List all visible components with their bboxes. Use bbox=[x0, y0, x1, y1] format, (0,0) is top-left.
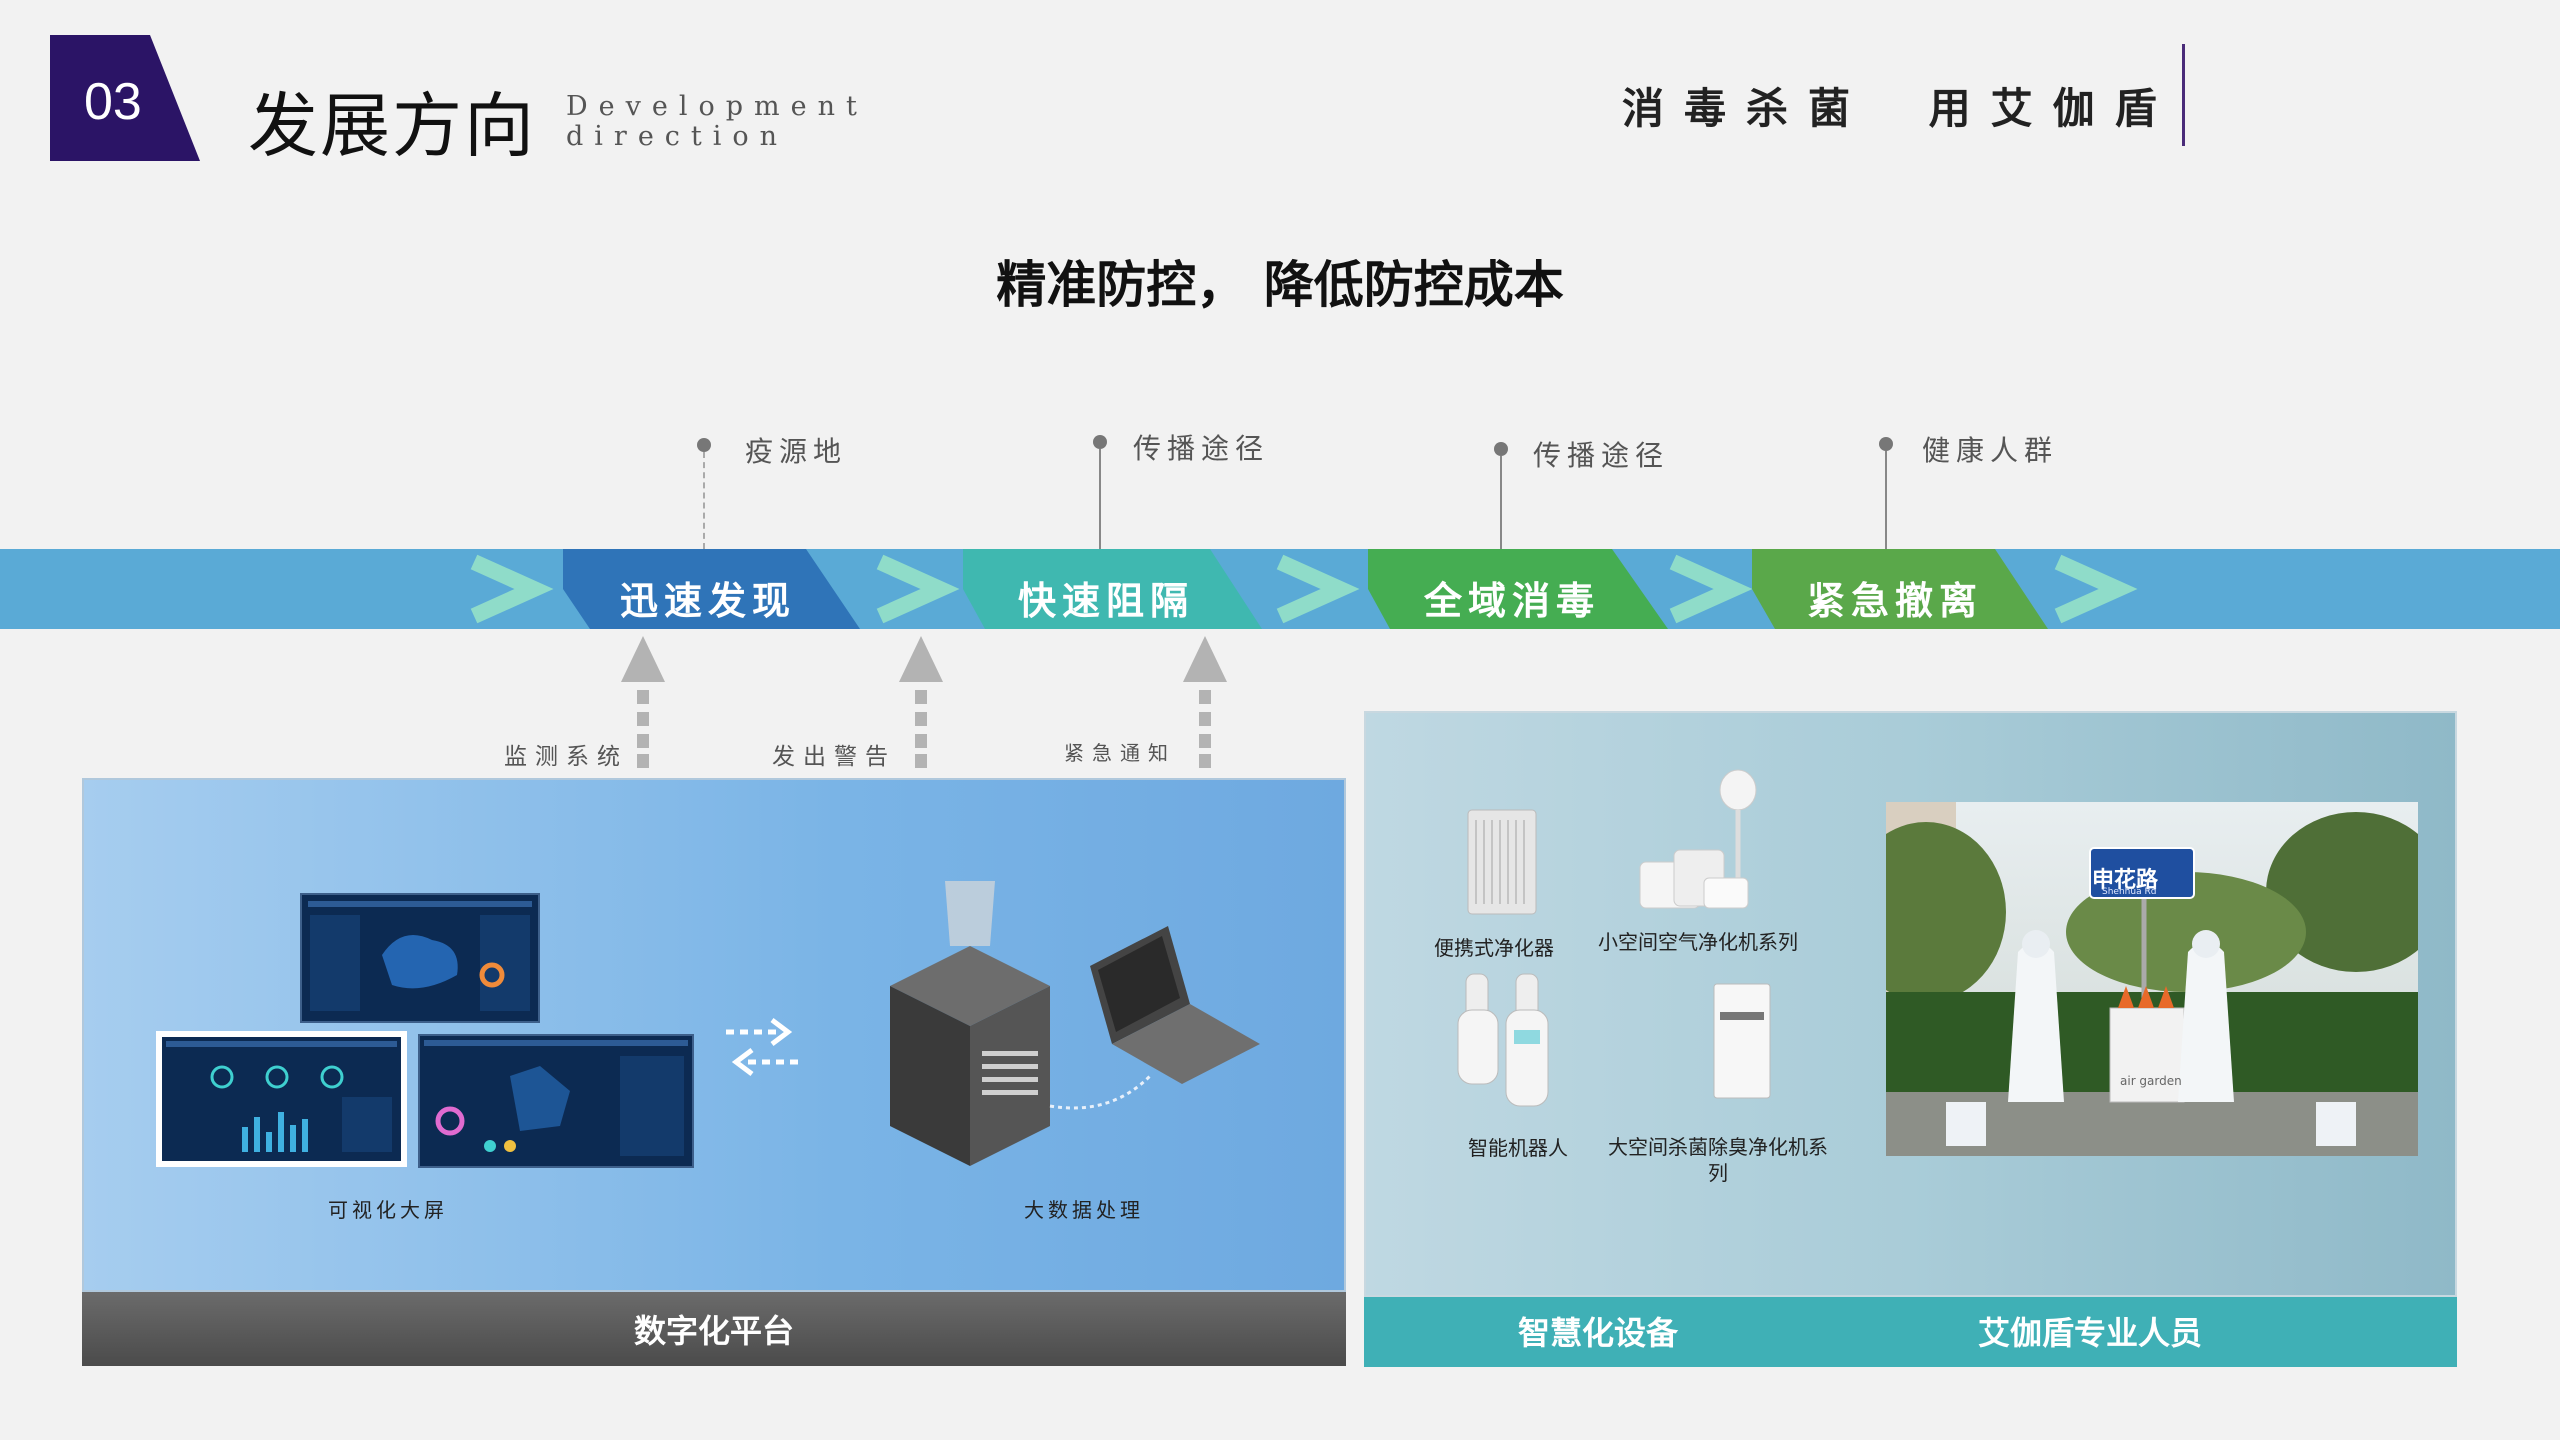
device-large-space: 大空间杀菌除臭净化机系列 bbox=[1608, 1135, 1828, 1185]
left-footer bbox=[82, 1292, 1346, 1366]
input-notice: 紧急通知 bbox=[1064, 741, 1176, 765]
section-number: 03 bbox=[84, 73, 142, 131]
stage-dot bbox=[1093, 435, 1107, 449]
slogan: 消毒杀菌 用艾伽盾 bbox=[1622, 84, 2177, 133]
footer-smart-devices: 智慧化设备 bbox=[1518, 1314, 1679, 1352]
up-arrow-icon bbox=[1183, 636, 1227, 768]
stage-label-source: 疫源地 bbox=[745, 435, 848, 468]
server-laptop-graphic bbox=[890, 881, 1260, 1166]
input-monitoring: 监测系统 bbox=[504, 744, 628, 770]
step-shape-block bbox=[963, 549, 1262, 629]
stage-connector bbox=[1885, 451, 1887, 549]
footer-digital-platform: 数字化平台 bbox=[633, 1312, 794, 1350]
process-shapes bbox=[470, 549, 2138, 629]
step-discover: 迅速发现 bbox=[620, 579, 797, 623]
staff-photo bbox=[1886, 802, 2418, 1156]
robot-icon bbox=[1457, 973, 1549, 1107]
stage-label-route-1: 传播途径 bbox=[1133, 432, 1270, 465]
chevron-icon bbox=[2054, 554, 2138, 624]
slogan-divider bbox=[2182, 44, 2185, 146]
caption-big-data: 大数据处理 bbox=[1024, 1198, 1144, 1222]
photo-road-sign-sub: Shenhua Rd bbox=[2102, 887, 2157, 897]
caption-visual-screens: 可视化大屏 bbox=[328, 1198, 448, 1222]
dashboard-screen bbox=[418, 1034, 694, 1168]
step-shape-discover bbox=[563, 549, 860, 629]
stage-dot bbox=[1494, 442, 1508, 456]
dashboard-screen bbox=[300, 893, 540, 1023]
page-title: 发展方向 bbox=[248, 85, 536, 167]
step-evacuate: 紧急撤离 bbox=[1807, 579, 1984, 623]
up-arrow-icon bbox=[621, 636, 665, 768]
device-portable: 便携式净化器 bbox=[1434, 936, 1554, 960]
dashboard-screen bbox=[156, 1031, 407, 1167]
step-block: 快速阻隔 bbox=[1018, 579, 1195, 623]
footer-professional-staff: 艾伽盾专业人员 bbox=[1978, 1314, 2203, 1352]
dashboard-map-graphic bbox=[308, 901, 532, 1011]
step-shape-evacuate bbox=[1752, 549, 2048, 629]
right-footer bbox=[1364, 1297, 2457, 1367]
stage-connector bbox=[1500, 456, 1502, 549]
chevron-icon bbox=[876, 554, 960, 624]
dashboard-bars-graphic bbox=[166, 1041, 397, 1152]
photo-cart-brand: air garden bbox=[2120, 1074, 2182, 1088]
stage-connector bbox=[703, 452, 705, 549]
photo-road-sign: 申花路 bbox=[2092, 868, 2159, 893]
small-purifier-icon bbox=[1639, 769, 1757, 909]
dashboard-overview-graphic bbox=[424, 1040, 688, 1156]
chevron-icon bbox=[1669, 554, 1753, 624]
input-warning: 发出警告 bbox=[772, 744, 896, 770]
subtitle-line-1: Development bbox=[566, 91, 868, 122]
chevron-icon bbox=[1276, 554, 1360, 624]
stage-label-route-2: 传播途径 bbox=[1533, 439, 1670, 472]
stage-dot bbox=[697, 438, 711, 452]
step-disinfect: 全域消毒 bbox=[1424, 579, 1601, 623]
chevron-icon bbox=[470, 554, 554, 624]
device-robot: 智能机器人 bbox=[1468, 1136, 1568, 1160]
step-shape-disinfect bbox=[1368, 549, 1668, 629]
stage-connector bbox=[1099, 449, 1101, 549]
headline: 精准防控， 降低防控成本 bbox=[996, 256, 1564, 314]
portable-purifier-icon bbox=[1467, 809, 1537, 915]
section-badge bbox=[50, 35, 200, 161]
bidirectional-arrows-icon bbox=[726, 1018, 798, 1076]
stage-label-healthy: 健康人群 bbox=[1922, 434, 2059, 467]
large-purifier-icon bbox=[1713, 983, 1771, 1099]
subtitle-line-2: direction bbox=[566, 121, 789, 152]
stage-dot bbox=[1879, 437, 1893, 451]
up-arrow-icon bbox=[899, 636, 943, 768]
page-subtitle: Development direction bbox=[566, 92, 896, 152]
device-small-space: 小空间空气净化机系列 bbox=[1598, 930, 1798, 954]
